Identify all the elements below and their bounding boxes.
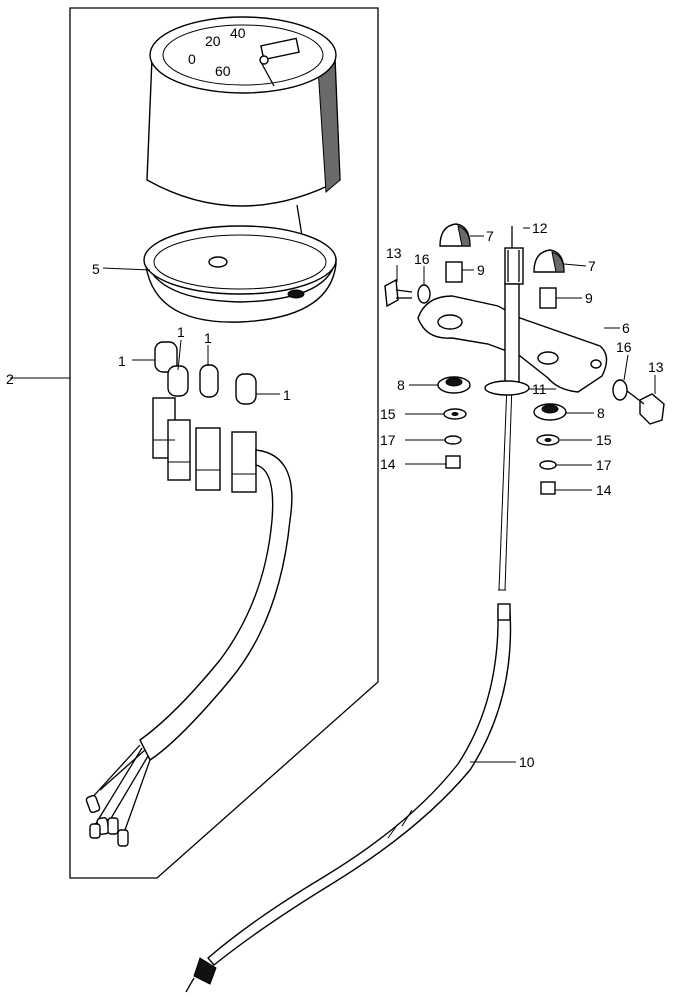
callout-10: 10 bbox=[519, 754, 535, 770]
callout-17-b: 17 bbox=[596, 457, 612, 473]
callout-12: 12 bbox=[532, 220, 548, 236]
speedometer-head-icon: 20 40 0 60 bbox=[146, 16, 341, 237]
callout-7-b: 7 bbox=[588, 258, 596, 274]
svg-text:40: 40 bbox=[230, 25, 246, 41]
callout-8-a: 8 bbox=[397, 377, 405, 393]
washers-15 bbox=[443, 408, 560, 446]
callout-1-c: 1 bbox=[204, 330, 212, 346]
svg-text:20: 20 bbox=[205, 33, 221, 49]
assembly-boundary bbox=[69, 7, 379, 879]
callout-14-a: 14 bbox=[380, 456, 396, 472]
svg-text:0: 0 bbox=[188, 51, 196, 67]
callout-1-d: 1 bbox=[283, 387, 291, 403]
drive-shaft bbox=[484, 226, 530, 591]
callout-1-a: 1 bbox=[118, 353, 126, 369]
callout-9-b: 9 bbox=[585, 290, 593, 306]
callout-16-a: 16 bbox=[414, 251, 430, 267]
socket-harness bbox=[85, 397, 293, 847]
speedometer-cable-icon bbox=[185, 603, 512, 993]
svg-text:60: 60 bbox=[215, 63, 231, 79]
leader-lines bbox=[10, 227, 656, 763]
callout-8-b: 8 bbox=[597, 405, 605, 421]
callout-14-b: 14 bbox=[596, 482, 612, 498]
rubber-caps-7 bbox=[439, 223, 565, 273]
callout-7-a: 7 bbox=[486, 228, 494, 244]
callout-16-b: 16 bbox=[616, 339, 632, 355]
callout-9-a: 9 bbox=[477, 262, 485, 278]
grommets-8 bbox=[437, 376, 567, 421]
callout-15-a: 15 bbox=[380, 406, 396, 422]
washers-16 bbox=[417, 284, 628, 401]
callout-17-a: 17 bbox=[380, 432, 396, 448]
callout-15-b: 15 bbox=[596, 432, 612, 448]
callout-13-b: 13 bbox=[648, 359, 664, 375]
bottom-case bbox=[143, 225, 337, 323]
callout-1-b: 1 bbox=[177, 324, 185, 340]
callout-5: 5 bbox=[92, 261, 100, 277]
callout-6: 6 bbox=[622, 320, 630, 336]
bolts-13 bbox=[384, 278, 665, 425]
callout-13-a: 13 bbox=[386, 245, 402, 261]
collars-9 bbox=[445, 261, 557, 309]
nuts-14 bbox=[445, 455, 556, 495]
callout-2: 2 bbox=[6, 371, 14, 387]
callout-labels: 2 5 1 1 1 1 7 12 7 13 16 9 9 6 16 13 8 1… bbox=[6, 220, 664, 770]
callout-11: 11 bbox=[532, 381, 547, 397]
bulbs bbox=[154, 341, 257, 405]
